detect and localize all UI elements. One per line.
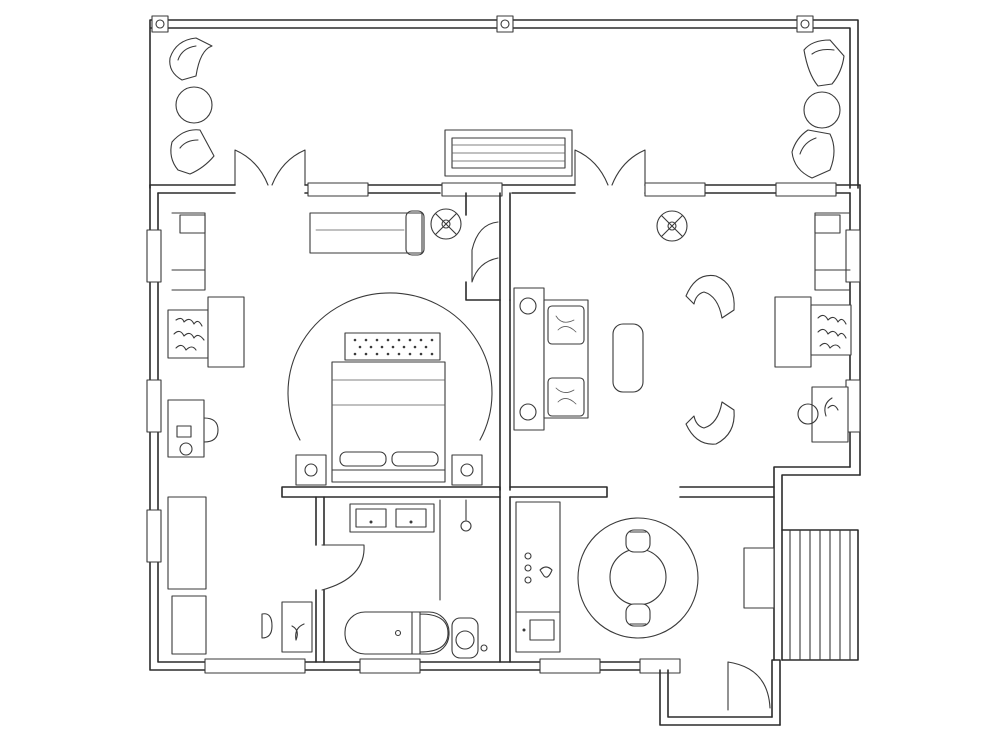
column-top-left [151,15,169,33]
plant-icon [539,566,553,578]
window [539,658,601,674]
window [204,658,306,674]
round-table-icon [175,86,213,124]
round-rug [287,292,493,441]
window [775,182,837,197]
chair-icon [625,603,651,627]
door-swing-icon [321,544,365,591]
nightstand-icon [295,454,327,486]
door-swing-icon [727,661,771,711]
window [146,509,162,563]
chair-icon [791,129,835,179]
plant-icon [261,601,313,653]
door-swing-icon [574,149,646,186]
door-swing-icon [234,149,306,186]
wardrobe-icon [167,496,207,655]
chair-icon [625,529,651,553]
lamp-icon [430,208,462,240]
sofa-icon [513,287,589,431]
plant-icon [797,386,849,443]
counter [515,501,561,613]
window [307,182,369,197]
window [359,658,421,674]
window [845,229,861,283]
stove-icon [524,552,532,584]
kitchen [515,501,561,653]
bench-icon [444,129,573,177]
window [441,182,503,197]
lamp-icon [656,210,688,242]
round-rug [577,517,699,639]
chair-icon [685,401,735,445]
sofa-icon [309,210,425,256]
column-top-right [796,15,814,33]
bathtub-icon [344,611,450,655]
desk-icon [171,212,206,291]
column-top-center [496,15,514,33]
chair-icon [803,39,845,87]
interior-walls [281,192,775,663]
nightstand-icon [451,454,483,486]
desk-icon [167,399,219,458]
bathroom [321,499,488,659]
coffee-table [612,323,644,393]
door-swing-icon [471,221,499,283]
entry-hall [743,529,859,661]
chair-icon [170,129,215,175]
dining-area [577,517,699,639]
bed-icon [331,332,446,483]
chair-icon [169,37,213,81]
fireplace-icon [774,296,852,368]
sink-icon [515,611,561,653]
sink-icon [349,503,435,533]
console-table [743,547,775,609]
terrace [149,15,859,189]
stairs-icon [781,529,859,661]
living-room [513,210,852,445]
round-table-icon [609,548,667,606]
bedroom [167,208,499,655]
window [644,182,706,197]
fireplace-icon [167,296,245,368]
window [146,229,162,283]
desk-icon [814,212,851,291]
window [146,379,162,433]
shower-icon [460,499,472,532]
toilet-icon [451,617,488,659]
exterior-walls [146,182,861,726]
chair-icon [685,274,735,319]
round-table-icon [803,91,841,129]
